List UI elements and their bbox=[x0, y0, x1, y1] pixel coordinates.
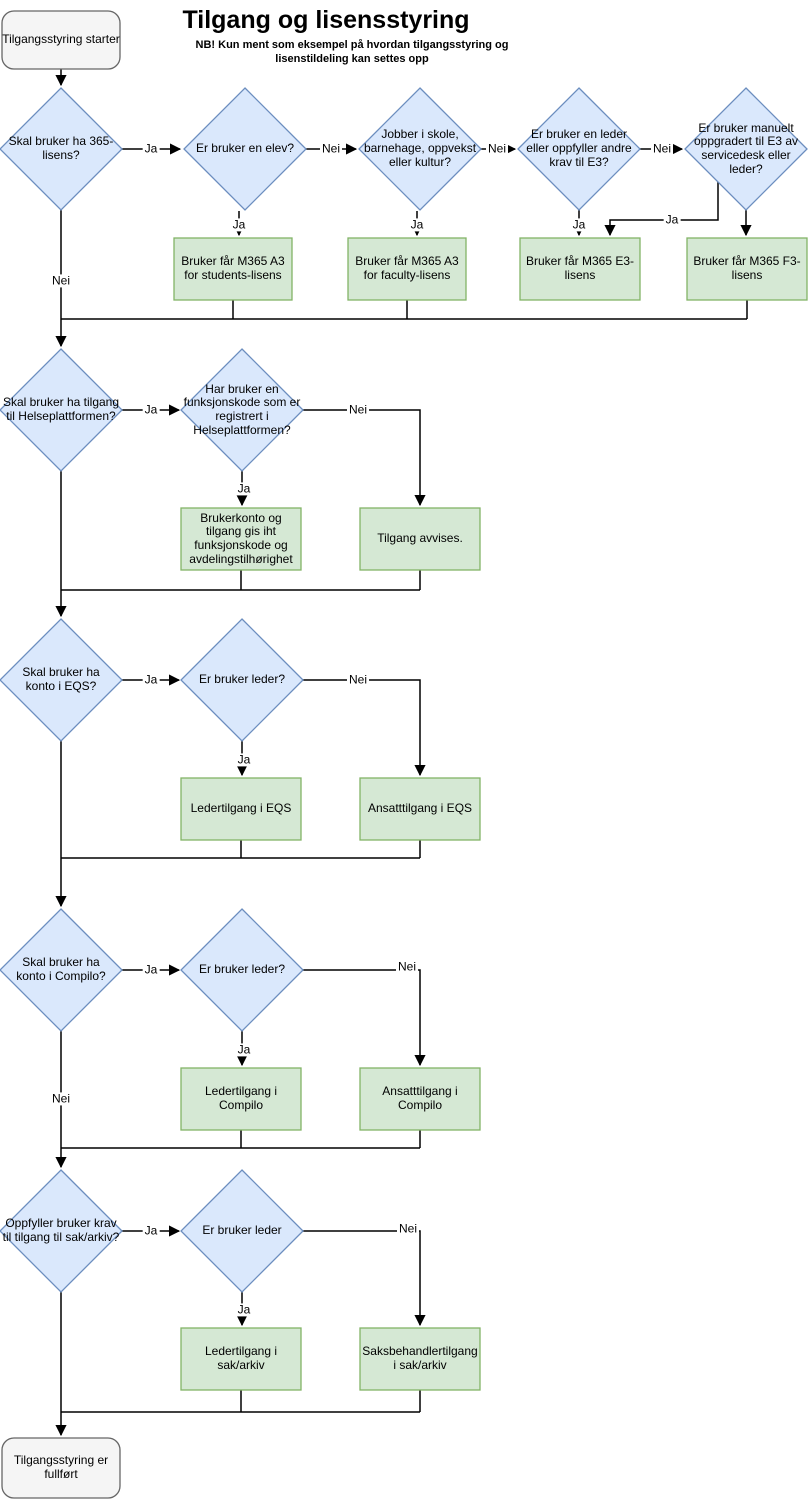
edge-label-ja-funksjonskode: Ja bbox=[235, 481, 253, 496]
edge-label-ja-helse: Ja bbox=[142, 402, 160, 417]
decision-school-sector bbox=[358, 87, 482, 211]
edge-label-ja-eqs: Ja bbox=[142, 672, 160, 687]
edge-compiloleder-nei-ansatt bbox=[303, 969, 426, 1067]
decision-is-student-label: Er bruker en elev? bbox=[195, 141, 295, 156]
decision-sakarkiv bbox=[0, 1169, 123, 1293]
outcome-eqs-leader bbox=[180, 777, 302, 841]
end-terminal-label: Tilgangsstyring er fullført bbox=[13, 1453, 109, 1481]
outcome-compilo-employee bbox=[359, 1067, 481, 1131]
decision-sakarkiv-leader bbox=[180, 1169, 304, 1293]
edge-label-ja-eqs-leader: Ja bbox=[235, 752, 253, 767]
outcome-sak-leader bbox=[180, 1327, 302, 1391]
decision-school-sector-label: Jobber i skole, barnehage, oppvekst elle… bbox=[363, 127, 477, 169]
diagram-subtitle: NB! Kun ment som eksempel på hvordan til… bbox=[195, 39, 509, 65]
outcome-sak-caseworker-label: Saksbehandlertilgang i sak/arkiv bbox=[362, 1344, 478, 1372]
outcome-access-denied bbox=[359, 507, 481, 571]
edge-funksjonskode-nei-avvist bbox=[303, 409, 426, 507]
decision-365-license bbox=[0, 87, 123, 211]
edge-eqsleder-nei-ansatt bbox=[303, 679, 426, 777]
edge-label-nei-compilo: Nei bbox=[49, 1091, 73, 1106]
outcome-sak-caseworker bbox=[359, 1327, 481, 1391]
outcome-access-denied-label: Tilgang avvises. bbox=[377, 531, 463, 546]
decision-compilo-leader-label: Er bruker leder? bbox=[198, 962, 286, 977]
decision-eqs-leader bbox=[180, 618, 304, 742]
edge-label-ja-compilo-leader: Ja bbox=[235, 1042, 253, 1057]
outcome-compilo-leader bbox=[180, 1067, 302, 1131]
edge-label-ja-365: Ja bbox=[142, 141, 160, 156]
outcome-compilo-employee-label: Ansatttilgang i Compilo bbox=[382, 1084, 458, 1112]
decision-compilo-label: Skal bruker ha konto i Compilo? bbox=[16, 955, 106, 983]
decision-funksjonskode bbox=[180, 348, 304, 472]
decision-compilo bbox=[0, 908, 123, 1032]
outcome-f3-label: Bruker får M365 F3- lisens bbox=[693, 254, 801, 282]
edge-label-ja-skole: Ja bbox=[408, 217, 426, 232]
decision-compilo-leader bbox=[180, 908, 304, 1032]
decision-manual-e3-label: Er bruker manuelt oppgradert til E3 av s… bbox=[693, 120, 799, 176]
end-terminal bbox=[1, 1437, 121, 1499]
edge-label-nei-365: Nei bbox=[49, 273, 73, 288]
decision-sakarkiv-label: Oppfyller bruker krav til tilgang til sa… bbox=[2, 1216, 120, 1244]
edge-label-nei-elev: Nei bbox=[319, 141, 343, 156]
edge-label-ja-manuell: Ja bbox=[663, 212, 681, 227]
decision-helseplattformen-label: Skal bruker ha tilgang til Helseplattfor… bbox=[2, 395, 120, 423]
decision-sakarkiv-leader-label: Er bruker leder bbox=[202, 1223, 282, 1238]
outcome-a3-students bbox=[173, 237, 293, 301]
edge-label-nei-compilo-leader: Nei bbox=[395, 959, 419, 974]
decision-leader-or-e3-label: Er bruker en leder eller oppfyller andre… bbox=[526, 127, 632, 169]
start-terminal-label: Tilgangsstyring starter bbox=[2, 32, 120, 47]
outcome-a3-faculty-label: Bruker får M365 A3 for faculty-lisens bbox=[355, 254, 459, 282]
outcome-eqs-employee bbox=[359, 777, 481, 841]
outcome-a3-faculty bbox=[347, 237, 467, 301]
edges bbox=[55, 69, 752, 1437]
outcome-eqs-employee-label: Ansatttilgang i EQS bbox=[367, 801, 473, 816]
outcome-compilo-leader-label: Ledertilgang i Compilo bbox=[204, 1084, 278, 1112]
edge-sakleder-nei-saksbehandler bbox=[303, 1230, 426, 1327]
outcome-helse-account bbox=[180, 507, 302, 571]
decision-eqs-leader-label: Er bruker leder? bbox=[198, 672, 286, 687]
edge-label-ja-compilo: Ja bbox=[142, 962, 160, 977]
edge-label-nei-funksjonskode: Nei bbox=[346, 402, 370, 417]
decision-helseplattformen bbox=[0, 348, 123, 472]
outcome-eqs-leader-label: Ledertilgang i EQS bbox=[190, 801, 292, 816]
edge-label-nei-eqs-leader: Nei bbox=[346, 672, 370, 687]
edge-label-nei-skole: Nei bbox=[485, 141, 509, 156]
edge-label-ja-leder: Ja bbox=[570, 217, 588, 232]
edge-label-nei-sakarkiv-leader: Nei bbox=[396, 1221, 420, 1236]
outcome-e3 bbox=[519, 237, 641, 301]
edge-label-nei-leder: Nei bbox=[650, 141, 674, 156]
start-terminal bbox=[1, 10, 121, 70]
decision-is-student bbox=[183, 87, 307, 211]
outcome-a3-students-label: Bruker får M365 A3 for students-lisens bbox=[181, 254, 285, 282]
node-shapes bbox=[0, 10, 808, 1499]
edge-label-ja-sakarkiv: Ja bbox=[142, 1223, 160, 1238]
decision-365-license-label: Skal bruker ha 365- lisens? bbox=[8, 134, 114, 162]
outcome-f3 bbox=[686, 237, 808, 301]
outcome-helse-account-label: Brukerkonto og tilgang gis iht funksjons… bbox=[189, 510, 293, 566]
decision-leader-or-e3 bbox=[517, 87, 641, 211]
decision-eqs-label: Skal bruker ha konto i EQS? bbox=[22, 665, 100, 693]
outcome-sak-leader-label: Ledertilgang i sak/arkiv bbox=[204, 1344, 278, 1372]
outcome-e3-label: Bruker får M365 E3- lisens bbox=[525, 254, 635, 282]
edge-label-ja-sakarkiv-leader: Ja bbox=[235, 1302, 253, 1317]
edge-label-ja-elev: Ja bbox=[230, 217, 248, 232]
decision-funksjonskode-label: Har bruker en funksjonskode som er regis… bbox=[183, 381, 301, 437]
diagram-title: Tilgang og lisensstyring bbox=[182, 6, 470, 34]
decision-eqs bbox=[0, 618, 123, 742]
decision-manual-e3 bbox=[684, 87, 808, 211]
